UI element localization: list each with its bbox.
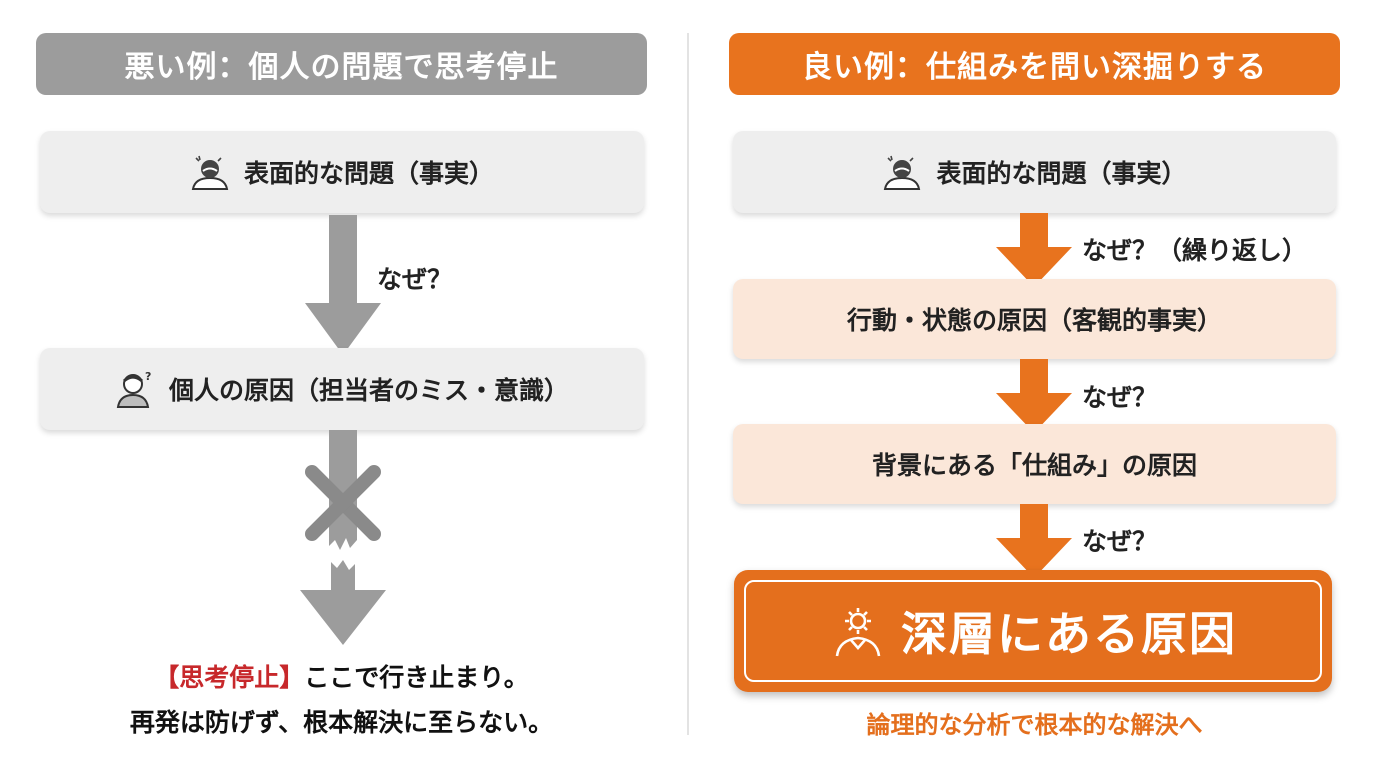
- why-arrow-right-3: [996, 504, 1072, 578]
- bad-example-header: 悪い例：個人の問題で思考停止: [36, 33, 647, 95]
- stop-line-2: 再発は防げず、根本解決に至らない。: [129, 708, 554, 737]
- good-example-header: 良い例：仕組みを問い深掘りする: [729, 33, 1340, 95]
- left-why-label: なぜ？: [377, 265, 453, 294]
- confused-person-icon: ?: [115, 369, 155, 409]
- deep-cause-box: 深層にある原因: [734, 570, 1332, 692]
- left-individual-cause-label: 個人の原因（担当者のミス・意識）: [168, 376, 569, 405]
- cross-mark-icon: [305, 465, 381, 541]
- right-surface-problem-label: 表面的な問題（事実）: [936, 159, 1187, 188]
- right-surface-problem-box: 表面的な問題（事実）: [733, 131, 1336, 213]
- left-surface-problem-box: 表面的な問題（事実）: [40, 131, 644, 213]
- why-arrow-left: [305, 215, 381, 355]
- gear-person-icon: [829, 602, 887, 660]
- right-why-label-2: なぜ？: [1082, 383, 1158, 412]
- why-arrow-right-1: [996, 213, 1072, 287]
- why-arrow-right-2: [996, 359, 1072, 433]
- worried-person-icon: [882, 152, 922, 192]
- left-individual-cause-box: ? 個人の原因（担当者のミス・意識）: [40, 348, 644, 430]
- stop-tag: 【思考停止】: [154, 663, 305, 692]
- left-surface-problem-label: 表面的な問題（事実）: [243, 159, 494, 188]
- system-cause-label: 背景にある「仕組み」の原因: [871, 451, 1197, 480]
- behavior-cause-label: 行動・状態の原因（客観的事実）: [846, 306, 1222, 335]
- deep-cause-label: 深層にある原因: [901, 607, 1237, 661]
- behavior-cause-box: 行動・状態の原因（客観的事実）: [733, 279, 1336, 359]
- broken-arrow: [300, 430, 386, 645]
- svg-text:?: ?: [145, 370, 151, 383]
- column-divider: [687, 33, 689, 735]
- right-why-repeat-label: なぜ？（繰り返し）: [1082, 236, 1308, 265]
- right-why-label-3: なぜ？: [1082, 527, 1158, 556]
- stop-line-1: 【思考停止】ここで行き止まり。: [36, 658, 647, 694]
- worried-person-icon: [190, 152, 230, 192]
- solution-summary: 論理的な分析で根本的な解決へ: [866, 711, 1203, 739]
- system-cause-box: 背景にある「仕組み」の原因: [733, 424, 1336, 504]
- stop-line-1-rest: ここで行き止まり。: [304, 663, 529, 692]
